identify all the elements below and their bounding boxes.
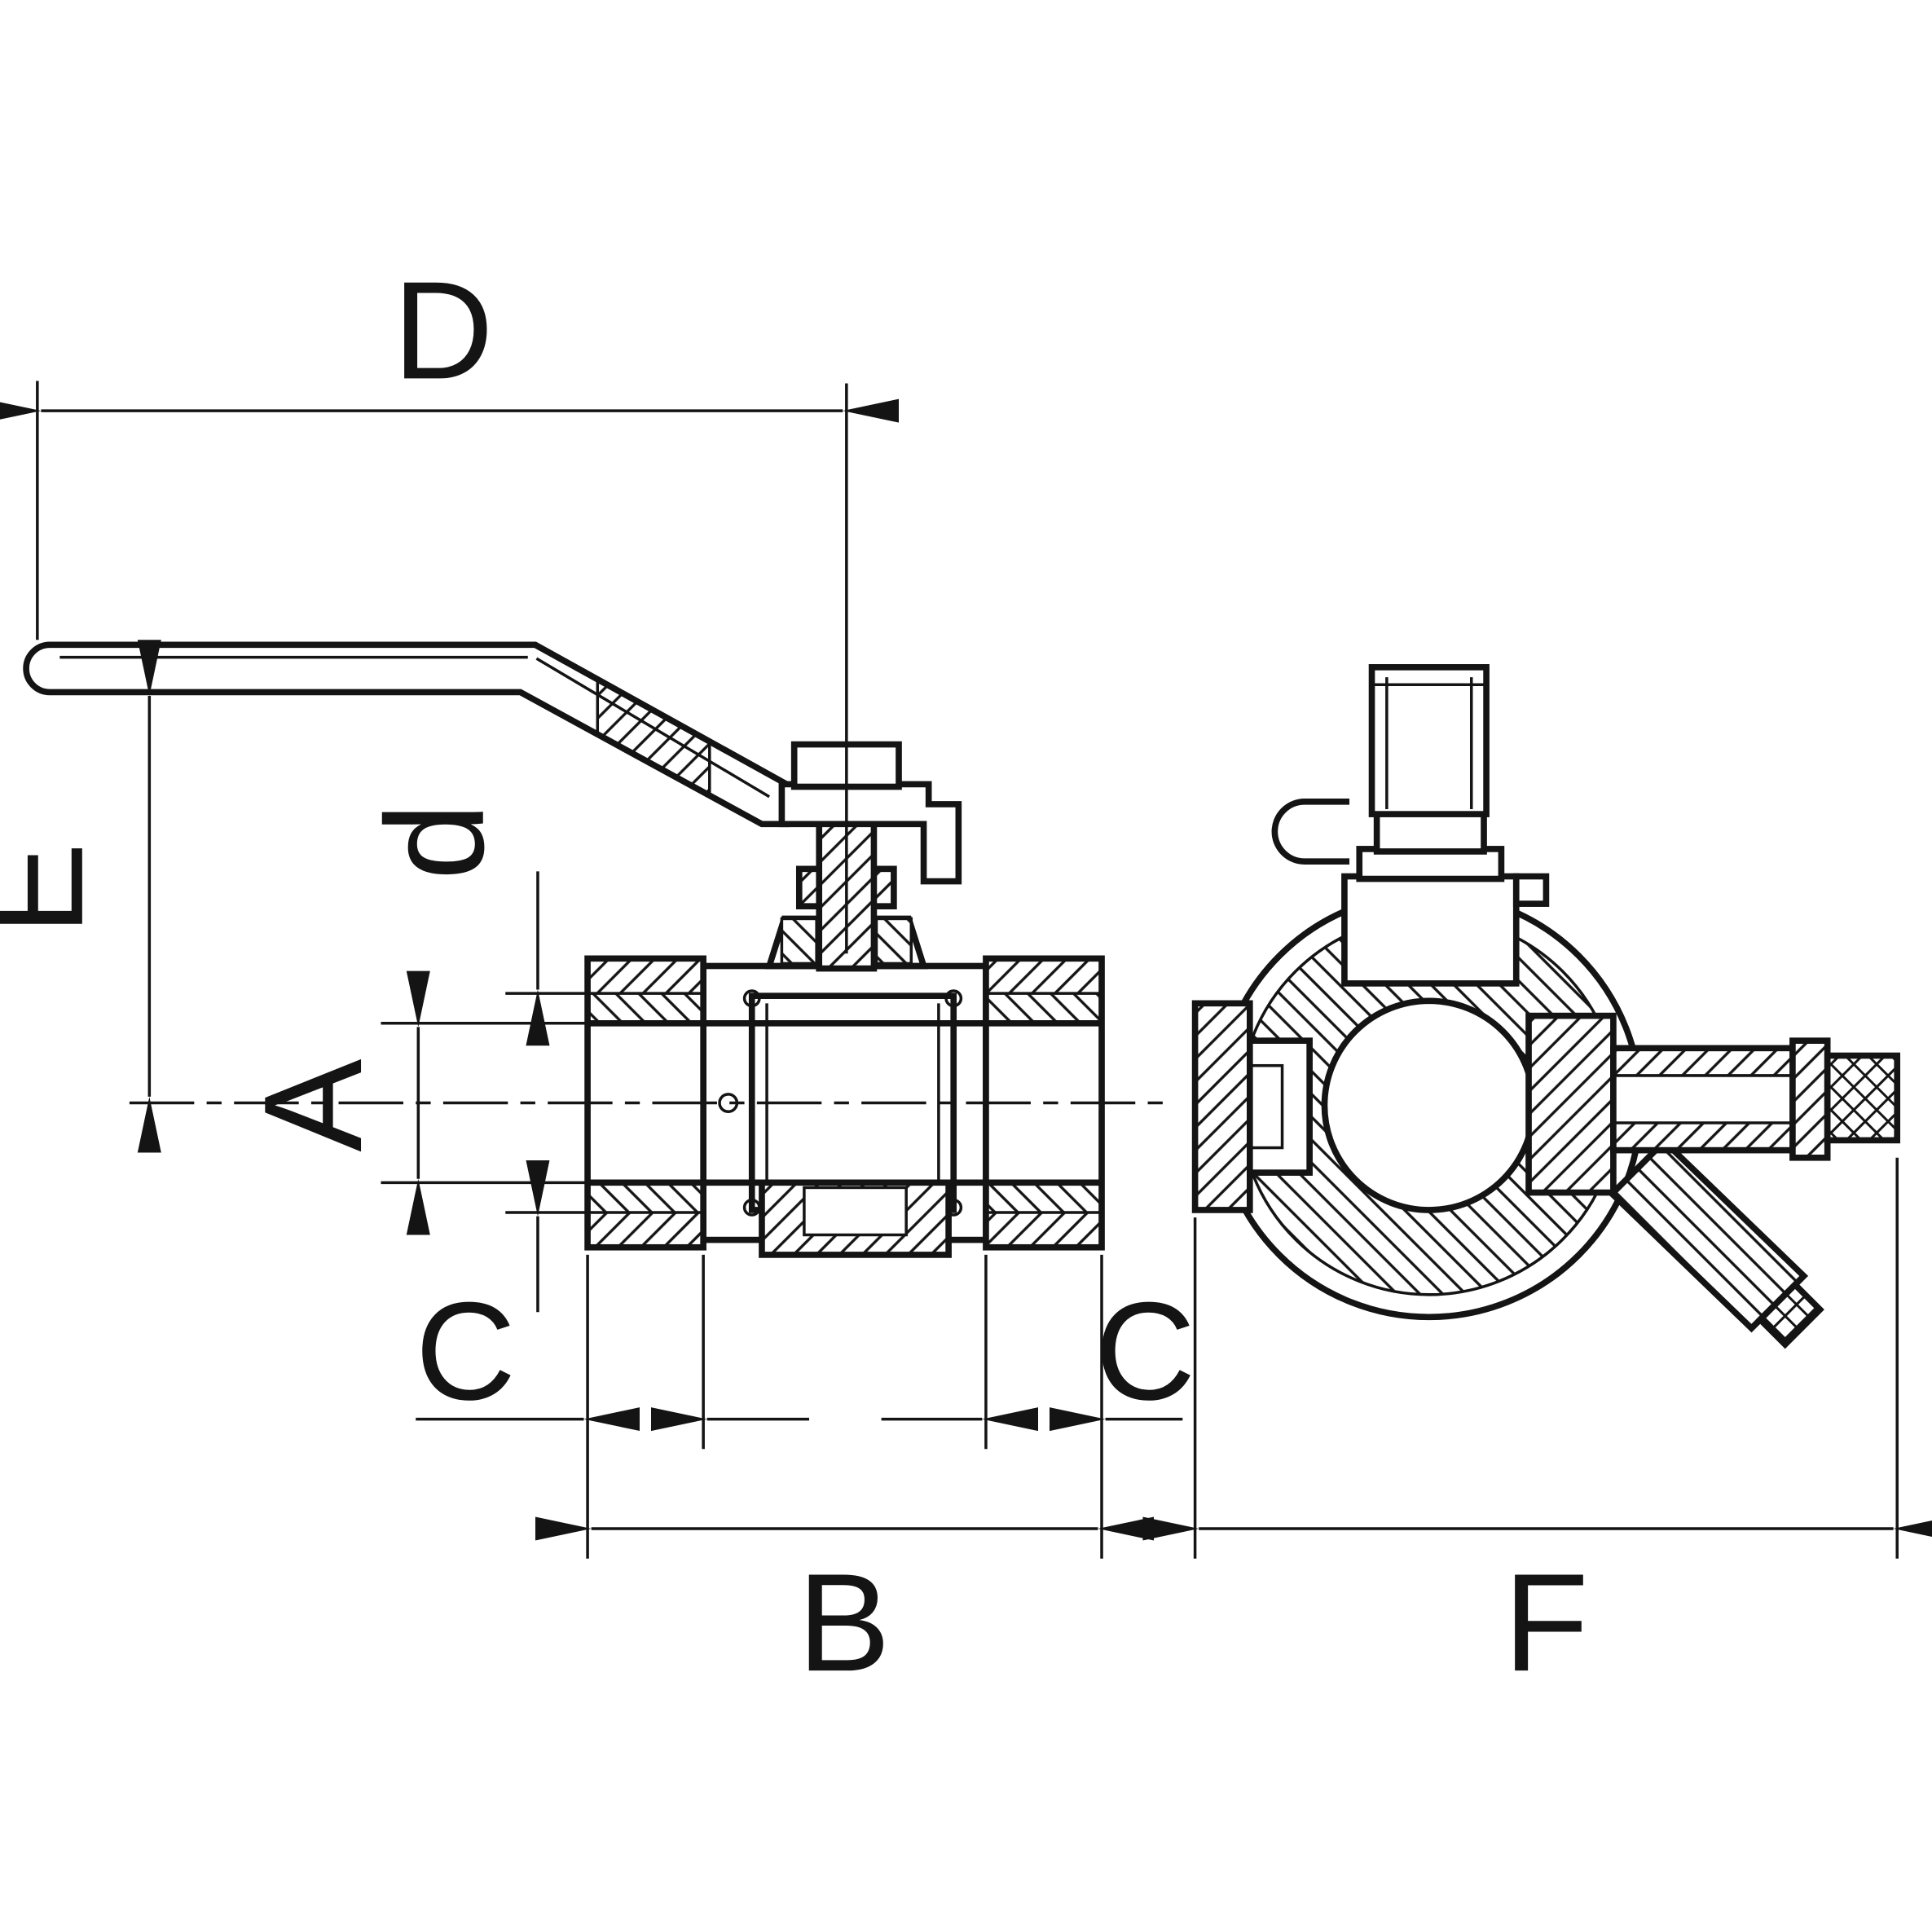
seat-ring-top-right [944, 989, 963, 1008]
dimension-label-A: A [235, 1059, 391, 1152]
end-view [1191, 664, 1901, 1349]
dimension-lines [0, 381, 1932, 1559]
stem-neck [1341, 873, 1520, 987]
left-port-hatch [1195, 1003, 1250, 1210]
body-section-hatch [1239, 916, 1619, 1295]
dimension-labels: D E d A C C B F [0, 253, 1589, 1701]
lever-head [778, 781, 962, 885]
dimension-label-d: d [358, 803, 513, 880]
right-cap-hatch-bottom [985, 1212, 1102, 1248]
right-cap-hatch-top [985, 958, 1102, 994]
dimension-label-C-right: C [1095, 1274, 1196, 1429]
right-cap-thread-top [985, 993, 1102, 1023]
drain-spout-hatch [1612, 1141, 1804, 1329]
side-view [23, 641, 1105, 1258]
lever-end-view [1368, 664, 1490, 817]
drain-pipe-flange-hatch [1792, 1041, 1828, 1158]
packing-left-hatch [781, 918, 817, 964]
drain-knurled-cap-hatch [1827, 1055, 1898, 1141]
lever-handle-section-hatch [596, 677, 711, 799]
lever-hook-end-view [1271, 799, 1350, 865]
stem-nut-end-view [1373, 808, 1487, 855]
right-cap-thread-bottom [985, 1182, 1102, 1212]
packing-gland-right [874, 917, 913, 966]
drain-spout-tip-hatch [1760, 1284, 1820, 1344]
dimension-label-F: F [1503, 1545, 1589, 1701]
bottom-plug-recess [803, 1186, 908, 1237]
dimension-label-D: D [393, 253, 494, 408]
bottom-plug [759, 1179, 952, 1258]
stem-neck-tab [1512, 873, 1550, 907]
dimension-label-B: B [798, 1545, 891, 1701]
left-cap-thread-top [588, 993, 704, 1023]
left-port-collar [1246, 1037, 1313, 1176]
drain-cock [1525, 1012, 1901, 1349]
packing-gland-left [780, 917, 818, 966]
left-port [1191, 1000, 1313, 1213]
left-cap-thread-bottom [588, 1182, 704, 1212]
packing-right-hatch [876, 918, 912, 964]
seat-ring-top-left [742, 989, 761, 1008]
dimension-label-C-left: C [416, 1274, 517, 1429]
drain-block-hatch [1529, 1015, 1613, 1193]
left-cap-hatch-top [588, 958, 704, 994]
left-port-recess [1248, 1063, 1284, 1150]
dimension-label-E: E [0, 843, 112, 935]
bore-circle [1321, 997, 1537, 1213]
left-cap-hatch-bottom [588, 1212, 704, 1248]
